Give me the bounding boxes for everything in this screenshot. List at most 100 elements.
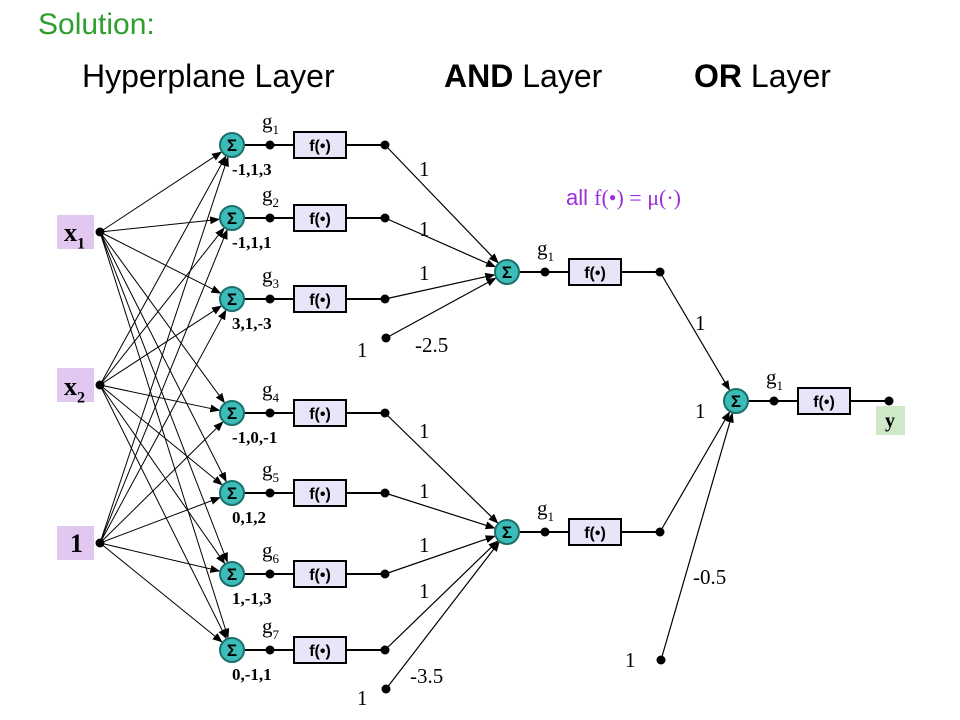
and2-weight-4: 1 bbox=[419, 579, 430, 603]
and-unit-2-g-label: g1 bbox=[537, 496, 554, 524]
edge-g7-to-and2 bbox=[384, 540, 499, 651]
and1-bias-weight: -2.5 bbox=[415, 333, 448, 357]
activation-annotation: all f(•) = μ(·) bbox=[566, 185, 681, 210]
edge-input3-to-g5 bbox=[99, 497, 221, 544]
hyperplane-weights-7: 0,-1,1 bbox=[232, 665, 272, 684]
and2-bias-dot bbox=[381, 684, 391, 694]
hyperplane-unit-7-sum-node-symbol: Σ bbox=[227, 641, 237, 660]
or-unit-sum-node bbox=[723, 388, 749, 414]
input-dot-2 bbox=[95, 380, 105, 390]
hyperplane-unit-5-sum-node-symbol: Σ bbox=[227, 484, 237, 503]
and-unit-1-activation-box bbox=[568, 258, 622, 286]
input-box-1 bbox=[57, 215, 94, 249]
edge-input2-to-g4 bbox=[99, 384, 221, 413]
hyperplane-unit-1-g-label: g1 bbox=[262, 109, 279, 137]
hyperplane-unit-2-g-label: g2 bbox=[262, 182, 279, 210]
hyperplane-unit-1-activation-box-label: f(•) bbox=[309, 138, 331, 155]
hyperplane-unit-2-output-dot bbox=[380, 213, 390, 223]
hyperplane-unit-2-g-dot bbox=[265, 213, 275, 223]
and-layer-bold: AND bbox=[444, 58, 514, 94]
hyperplane-unit-3-g-label: g3 bbox=[262, 263, 279, 291]
hyperplane-unit-6-activation-box bbox=[293, 560, 347, 588]
edge-input2-to-g1 bbox=[99, 155, 227, 386]
input-label-1: x1 bbox=[64, 218, 85, 252]
edge-input1-to-g1 bbox=[99, 151, 222, 233]
and-unit-1-output-dot bbox=[655, 267, 665, 277]
or-unit-g-dot bbox=[769, 396, 779, 406]
input-box-2 bbox=[57, 368, 94, 402]
or-weight-2: 1 bbox=[695, 399, 706, 423]
and1-weight-3: 1 bbox=[419, 261, 430, 285]
hyperplane-weights-3: 3,1,-3 bbox=[232, 314, 272, 333]
hyperplane-unit-1-output-dot bbox=[380, 140, 390, 150]
and-unit-1-activation-box-label: f(•) bbox=[584, 265, 606, 282]
hyperplane-unit-5-output-dot bbox=[380, 488, 390, 498]
hyperplane-unit-4-g-dot bbox=[265, 408, 275, 418]
or-unit-activation-box bbox=[797, 387, 851, 415]
hyperplane-unit-4-activation-box bbox=[293, 399, 347, 427]
hyperplane-unit-2-activation-box-label: f(•) bbox=[309, 211, 331, 228]
edge-g2-to-and1 bbox=[384, 217, 497, 268]
edge-input2-to-g2 bbox=[99, 227, 225, 386]
and2-weight-2: 1 bbox=[419, 479, 430, 503]
hyperplane-unit-6-sum-node-symbol: Σ bbox=[227, 565, 237, 584]
hyperplane-unit-5-sum-node bbox=[219, 480, 245, 506]
edge-bias-to-and2 bbox=[385, 541, 500, 690]
hyperplane-unit-6-sum-node bbox=[219, 561, 245, 587]
edge-input1-to-g2 bbox=[99, 216, 221, 233]
hyperplane-unit-4-sum-node bbox=[219, 400, 245, 426]
edge-input3-to-g7 bbox=[99, 542, 223, 643]
or-bias-weight: -0.5 bbox=[693, 565, 726, 589]
and-unit-2-g-dot bbox=[540, 527, 550, 537]
and2-weight-1: 1 bbox=[419, 419, 430, 443]
edge-input2-to-g6 bbox=[99, 384, 226, 565]
and1-weight-1: 1 bbox=[419, 157, 430, 181]
or-bias-dot bbox=[656, 655, 666, 665]
hyperplane-unit-5-activation-box-label: f(•) bbox=[309, 486, 331, 503]
edge-g5-to-and2 bbox=[384, 492, 496, 530]
or-weight-1: 1 bbox=[695, 311, 706, 335]
and-unit-2-activation-box-label: f(•) bbox=[584, 525, 606, 542]
input-label-2: x2 bbox=[64, 372, 85, 406]
hyperplane-unit-7-g-dot bbox=[265, 645, 275, 655]
edge-input1-to-g6 bbox=[99, 231, 228, 563]
and-unit-1-sum-node bbox=[494, 259, 520, 285]
edge-g4-to-and2 bbox=[384, 412, 499, 524]
hyperplane-unit-2-activation-box bbox=[293, 204, 347, 232]
hyperplane-unit-7-output-dot bbox=[380, 645, 390, 655]
hyperplane-unit-1-g-dot bbox=[265, 140, 275, 150]
and-unit-1-g-label: g1 bbox=[537, 236, 554, 264]
hyperplane-unit-1-activation-box bbox=[293, 131, 347, 159]
hyperplane-unit-4-activation-box-label: f(•) bbox=[309, 406, 331, 423]
and1-bias-input: 1 bbox=[357, 338, 368, 362]
hyperplane-unit-6-g-dot bbox=[265, 569, 275, 579]
hyperplane-weights-6: 1,-1,3 bbox=[232, 589, 272, 608]
edge-input2-to-g7 bbox=[99, 384, 227, 640]
or-unit-activation-box-label: f(•) bbox=[813, 394, 835, 411]
hyperplane-unit-7-activation-box-label: f(•) bbox=[309, 643, 331, 660]
hyperplane-weights-4: -1,0,-1 bbox=[232, 428, 277, 447]
edge-input2-to-g3 bbox=[99, 305, 222, 386]
and-unit-2-sum-node bbox=[494, 519, 520, 545]
input-dot-3 bbox=[95, 538, 105, 548]
hyperplane-unit-3-g-dot bbox=[265, 294, 275, 304]
hyperplane-weights-2: -1,1,1 bbox=[232, 233, 272, 252]
edge-input1-to-g3 bbox=[99, 231, 222, 294]
output-box bbox=[876, 406, 905, 435]
edge-input3-to-g3 bbox=[99, 309, 227, 544]
hyperplane-unit-1-sum-node-symbol: Σ bbox=[227, 136, 237, 155]
input-label-3: 1 bbox=[70, 529, 83, 558]
and-layer-label: AND Layer bbox=[444, 58, 602, 95]
or-unit-g-label: g1 bbox=[766, 365, 783, 393]
edge-g3-to-and1 bbox=[384, 272, 496, 300]
or-unit-sum-node-symbol: Σ bbox=[731, 392, 741, 411]
edge-input3-to-g4 bbox=[99, 421, 224, 544]
edge-input1-to-g5 bbox=[99, 231, 227, 483]
input-box-3 bbox=[57, 526, 94, 560]
and-unit-2-activation-box bbox=[568, 518, 622, 546]
edge-and2-to-or bbox=[659, 411, 730, 533]
hyperplane-unit-3-output-dot bbox=[380, 294, 390, 304]
hyperplane-unit-6-g-label: g6 bbox=[262, 538, 280, 566]
hyperplane-unit-3-activation-box bbox=[293, 285, 347, 313]
hyperplane-unit-4-sum-node-symbol: Σ bbox=[227, 404, 237, 423]
